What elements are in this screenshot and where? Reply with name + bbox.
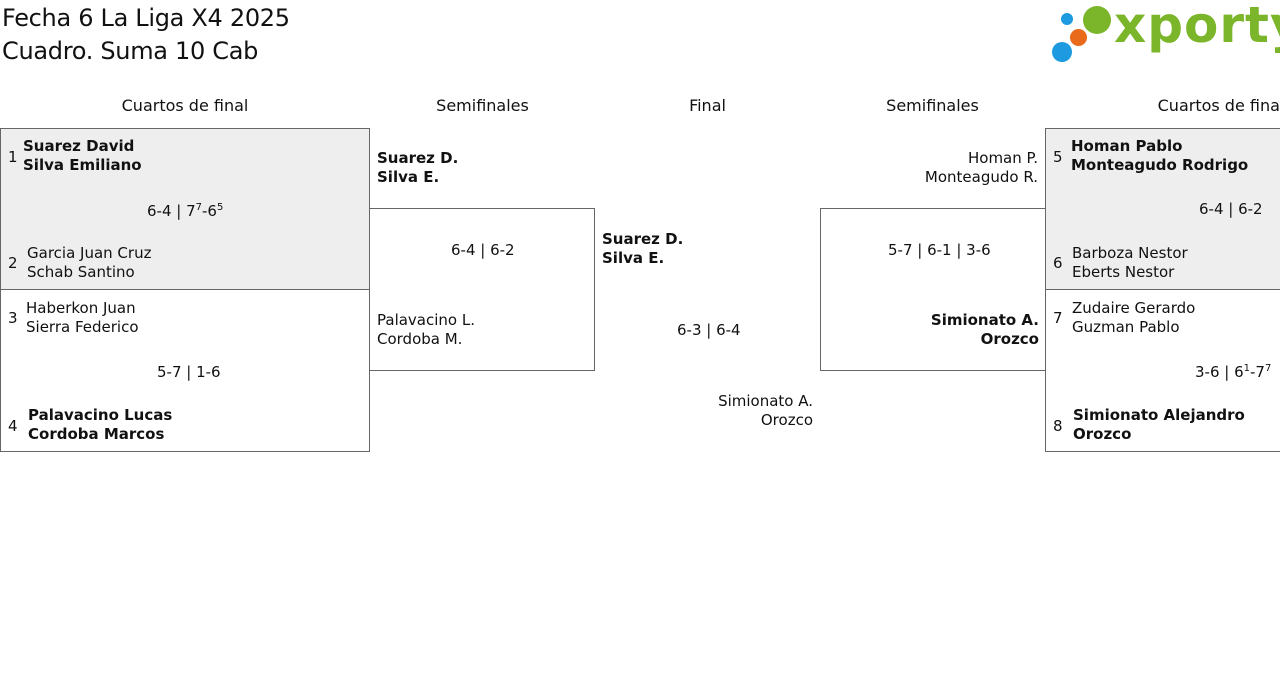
left-sf-match: 6-4 | 6-2 Palavacino L. Cordoba M. [369, 208, 595, 371]
player-name: Orozco [760, 411, 813, 429]
player-name: Simionato A. [718, 392, 813, 410]
player-name: Simionato Alejandro [1073, 406, 1245, 424]
logo-dot-orange [1070, 29, 1087, 46]
team-name: Simionato Alejandro Orozco [1073, 406, 1245, 444]
xporty-logo: xporty [1050, 0, 1280, 68]
header-right-semifinals: Semifinales [886, 96, 979, 115]
match-score: 6-4 | 6-2 [451, 241, 515, 259]
match-score: 3-6 | 61-77 [1195, 363, 1272, 381]
seed-number: 1 [8, 148, 18, 166]
player-name: Silva E. [377, 168, 440, 186]
player-name: Silva Emiliano [23, 156, 142, 174]
player-name: Suarez D. [602, 230, 684, 248]
header-left-semifinals: Semifinales [436, 96, 529, 115]
header-left-quarterfinals: Cuartos de final [121, 96, 249, 115]
player-name: Sierra Federico [26, 318, 139, 336]
header-right-quarterfinals: Cuartos de final [1157, 96, 1280, 115]
right-qf-match-2: 7 Zudaire Gerardo Guzman Pablo 3-6 | 61-… [1045, 289, 1280, 452]
seed-number: 3 [8, 309, 18, 327]
header-final: Final [689, 96, 726, 115]
match-score: 6-4 | 77-65 [147, 202, 224, 220]
seed-number: 8 [1053, 417, 1063, 435]
team-name: Barboza Nestor Eberts Nestor [1072, 244, 1188, 282]
right-sf-match: 5-7 | 6-1 | 3-6 Simionato A. Orozco [820, 208, 1046, 371]
match-score: 5-7 | 1-6 [157, 363, 221, 381]
player-name: Suarez David [23, 137, 135, 155]
team-name: Garcia Juan Cruz Schab Santino [27, 244, 151, 282]
player-name: Haberkon Juan [26, 299, 136, 317]
team-name: Suarez David Silva Emiliano [23, 137, 142, 175]
logo-dot-blue [1061, 13, 1073, 25]
player-name: Orozco [1073, 425, 1132, 443]
team-name: Haberkon Juan Sierra Federico [26, 299, 139, 337]
right-sf-top-team: Homan P. Monteagudo R. [820, 149, 1038, 187]
player-name: Schab Santino [27, 263, 135, 281]
player-name: Suarez D. [377, 149, 459, 167]
player-name: Barboza Nestor [1072, 244, 1188, 262]
final-score: 6-3 | 6-4 [677, 321, 741, 339]
team-name: Zudaire Gerardo Guzman Pablo [1072, 299, 1195, 337]
player-name: Monteagudo Rodrigo [1071, 156, 1249, 174]
final-bottom-team: Simionato A. Orozco [620, 392, 813, 430]
seed-number: 5 [1053, 148, 1063, 166]
right-qf-match-1: 5 Homan Pablo Monteagudo Rodrigo 6-4 | 6… [1045, 128, 1280, 290]
left-qf-match-2: 3 Haberkon Juan Sierra Federico 5-7 | 1-… [0, 289, 370, 452]
seed-number: 4 [8, 417, 18, 435]
player-name: Homan P. [967, 149, 1038, 167]
left-sf-bottom-team: Palavacino L. Cordoba M. [377, 311, 475, 349]
player-name: Orozco [980, 330, 1039, 348]
player-name: Cordoba M. [377, 330, 463, 348]
player-name: Guzman Pablo [1072, 318, 1180, 336]
player-name: Eberts Nestor [1072, 263, 1175, 281]
left-qf-match-1: 1 Suarez David Silva Emiliano 6-4 | 77-6… [0, 128, 370, 290]
player-name: Silva E. [602, 249, 665, 267]
title-line-2: Cuadro. Suma 10 Cab [2, 37, 259, 65]
page-title: Fecha 6 La Liga X4 2025 Cuadro. Suma 10 … [2, 2, 290, 68]
match-score: 5-7 | 6-1 | 3-6 [888, 241, 991, 259]
player-name: Cordoba Marcos [28, 425, 165, 443]
player-name: Homan Pablo [1071, 137, 1183, 155]
seed-number: 2 [8, 254, 18, 272]
right-sf-bottom-team: Simionato A. Orozco [831, 311, 1039, 349]
player-name: Garcia Juan Cruz [27, 244, 152, 262]
seed-number: 7 [1053, 309, 1063, 327]
player-name: Simionato A. [930, 311, 1039, 329]
team-name: Palavacino Lucas Cordoba Marcos [28, 406, 172, 444]
team-name: Homan Pablo Monteagudo Rodrigo [1071, 137, 1248, 175]
logo-dot-blue-large [1052, 42, 1072, 62]
player-name: Palavacino L. [377, 311, 475, 329]
title-line-1: Fecha 6 La Liga X4 2025 [2, 4, 290, 32]
final-top-team: Suarez D. Silva E. [602, 230, 683, 268]
match-score: 6-4 | 6-2 [1199, 200, 1263, 218]
logo-wordmark: xporty [1114, 0, 1280, 54]
left-sf-top-team: Suarez D. Silva E. [377, 149, 458, 187]
player-name: Zudaire Gerardo [1072, 299, 1196, 317]
player-name: Palavacino Lucas [28, 406, 173, 424]
logo-dot-green [1083, 6, 1111, 34]
player-name: Monteagudo R. [924, 168, 1038, 186]
seed-number: 6 [1053, 254, 1063, 272]
